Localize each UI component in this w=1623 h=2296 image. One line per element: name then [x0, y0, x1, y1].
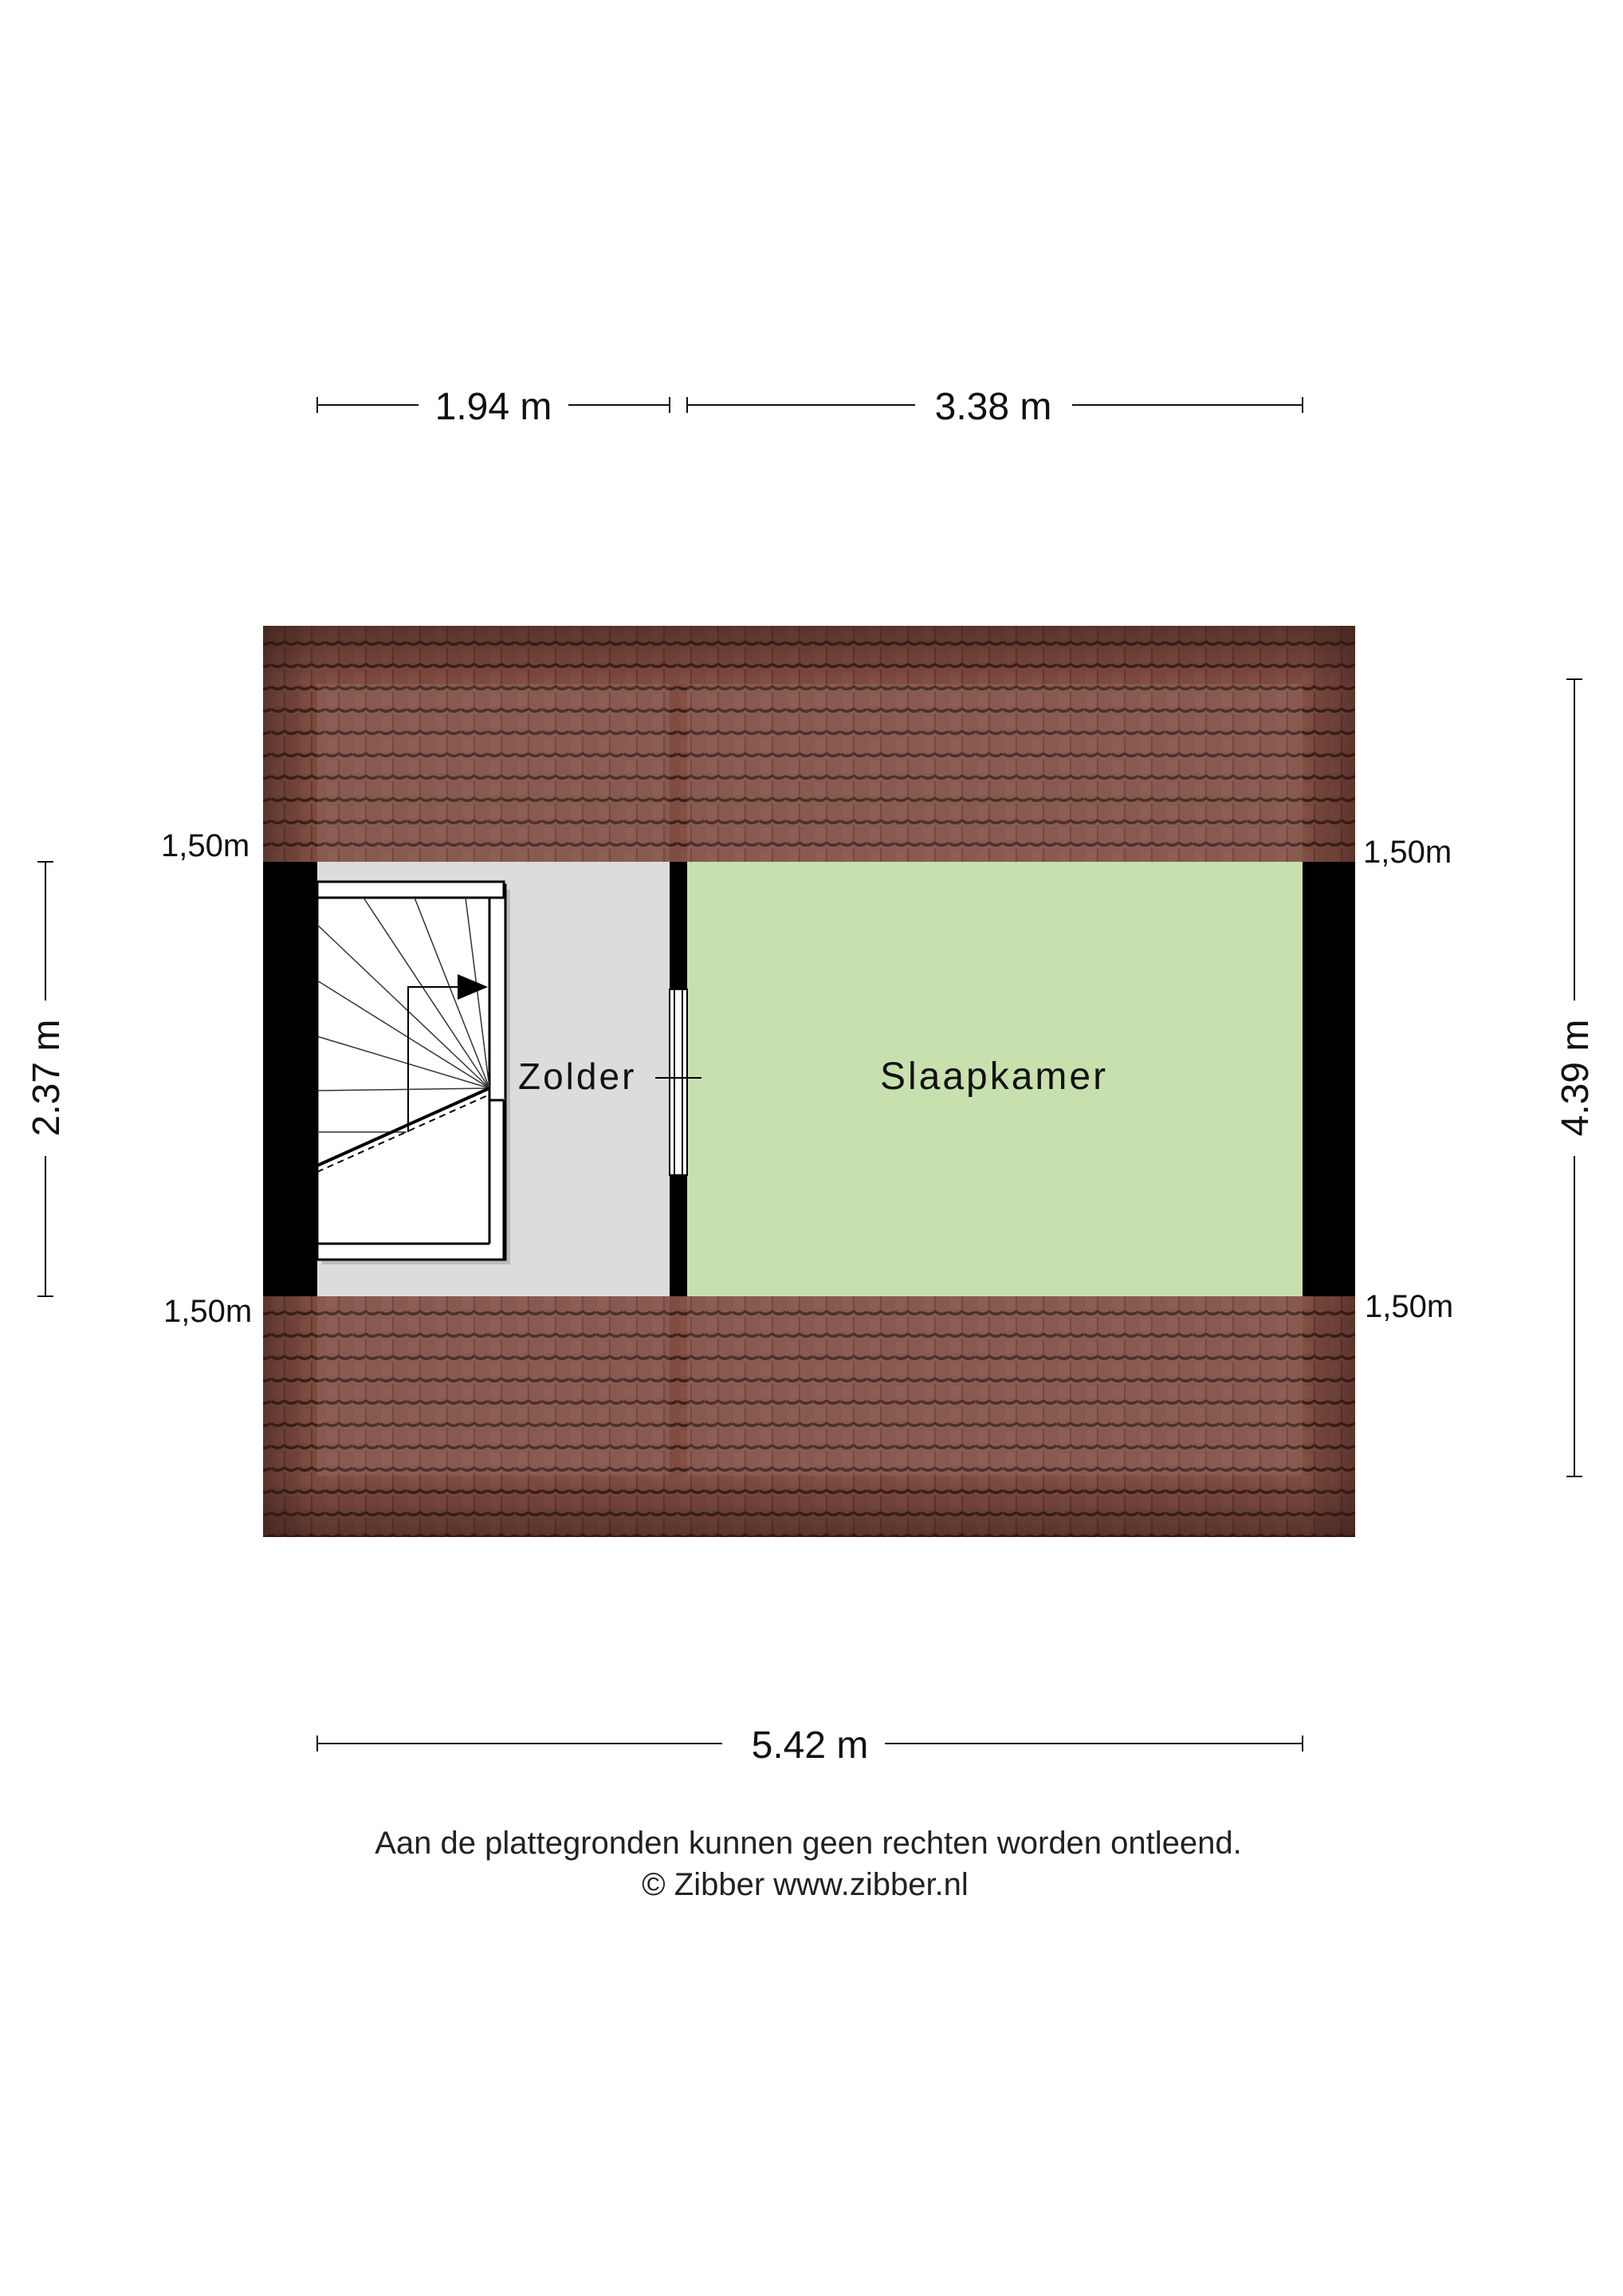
dimension-top-right: 3.38 m: [935, 386, 1052, 428]
dimension-left-label: 2.37 m: [26, 1020, 68, 1137]
wall-partition-top: [670, 862, 687, 989]
dimension-right-label: 4.39 m: [1554, 1020, 1597, 1137]
roof-top: [263, 626, 1355, 862]
room-label-attic: Zolder: [518, 1056, 636, 1097]
dimension-bottom-label: 5.42 m: [752, 1724, 869, 1767]
footer-disclaimer: Aan de plattegronden kunnen geen rechten…: [375, 1826, 1242, 1861]
door: [655, 989, 701, 1176]
footer-copyright: © Zibber www.zibber.nl: [642, 1867, 969, 1902]
height-bottom-right: 1,50m: [1365, 1289, 1453, 1324]
height-bottom-left: 1,50m: [163, 1294, 252, 1329]
room-label-bedroom: Slaapkamer: [880, 1056, 1108, 1098]
dimension-top: [316, 397, 1303, 413]
wall-left: [263, 862, 317, 1296]
wall-partition-bottom: [670, 1175, 687, 1296]
dimension-right: [1566, 678, 1582, 1477]
wall-right: [1303, 862, 1355, 1296]
height-top-left: 1,50m: [161, 828, 250, 863]
staircase: [316, 880, 510, 1264]
roof-bottom: [263, 1296, 1355, 1537]
dimension-left: [37, 861, 53, 1297]
bedroom-floor: [687, 862, 1303, 1296]
height-top-right: 1,50m: [1363, 835, 1452, 870]
dimension-top-left: 1.94 m: [435, 386, 552, 428]
dimension-bottom: [316, 1736, 1303, 1751]
